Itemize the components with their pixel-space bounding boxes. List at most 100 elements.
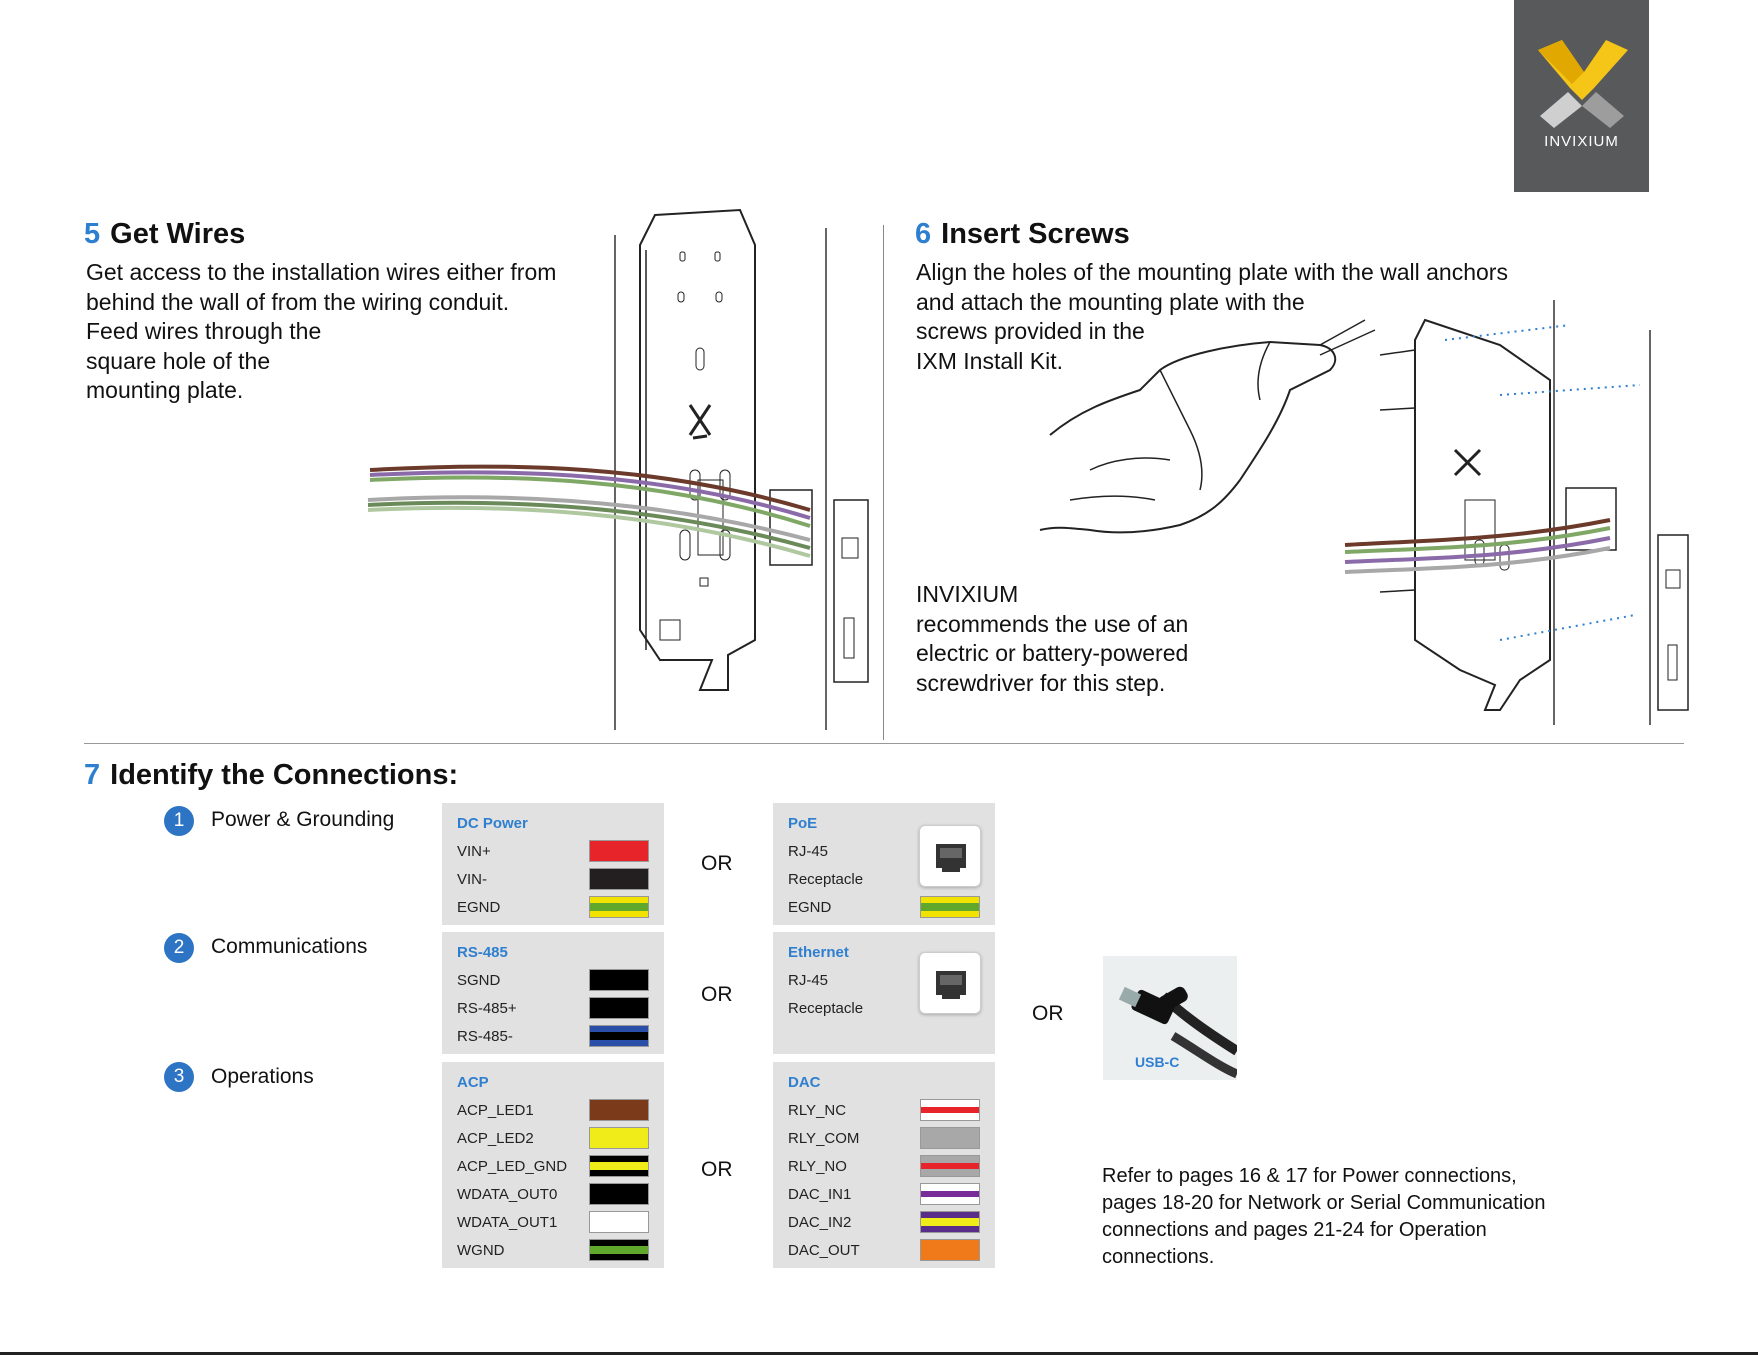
step6-note-line: electric or battery-powered: [916, 640, 1189, 666]
refer-line: connections and pages 21-24 for Operatio…: [1102, 1219, 1487, 1241]
wall-backbox-illustration: [833, 499, 869, 683]
poe-line: Receptacle: [788, 871, 864, 888]
wire-swatch-green-yellow: [589, 896, 649, 918]
acp-line: ACP_LED2: [457, 1130, 534, 1147]
wire-swatch-black: [589, 868, 649, 890]
logo-wordmark: INVIXIUM: [1544, 133, 1619, 150]
row-label-communications: Communications: [211, 935, 368, 958]
acp-line: WDATA_OUT0: [457, 1186, 558, 1203]
or-label: OR: [701, 983, 733, 1006]
wire-swatch-brown: [589, 1099, 649, 1121]
wire-swatch-black: [589, 1183, 649, 1205]
dac-line: DAC_IN1: [788, 1186, 852, 1203]
step6-line: Align the holes of the mounting plate wi…: [916, 259, 1508, 285]
step6-note-line: screwdriver for this step.: [916, 669, 1166, 696]
usb-c-cable-image: USB-C: [1103, 956, 1240, 1080]
refer-line: connections.: [1102, 1246, 1215, 1268]
wire-swatch-violet-yellow: [920, 1211, 980, 1233]
acp-line: WGND: [457, 1242, 505, 1259]
step5-text: Get access to the installation wires eit…: [86, 258, 556, 406]
or-label: OR: [1032, 1002, 1064, 1025]
step5-line: behind the wall of from the wiring condu…: [86, 288, 510, 315]
row-label-operations: Operations: [211, 1065, 314, 1088]
wire-swatch-white-red: [920, 1099, 980, 1121]
dc-power-line: EGND: [457, 899, 501, 916]
poe-line: RJ-45: [788, 843, 829, 860]
wire-swatch-yellow-black: [589, 1155, 649, 1177]
row-badge: 2: [164, 933, 194, 963]
dac-line: DAC_OUT: [788, 1242, 860, 1259]
wire-swatch-yellow: [589, 1127, 649, 1149]
wire-swatch-black: [589, 969, 649, 991]
dac-line: RLY_NC: [788, 1102, 847, 1119]
wire-swatch-white-violet: [920, 1183, 980, 1205]
wire-swatch-blue-black: [589, 1025, 649, 1047]
step5-line: Feed wires through the: [86, 318, 322, 344]
acp-line: ACP_LED1: [457, 1102, 534, 1119]
rs485-line: RS-485+: [457, 1000, 517, 1017]
section-divider: [84, 743, 1684, 744]
invixium-mark-icon: [1538, 40, 1628, 128]
step5-line: Get access to the installation wires eit…: [86, 259, 557, 285]
poe-title: PoE: [788, 815, 818, 832]
dac-line: RLY_COM: [788, 1130, 860, 1147]
rs485-title: RS-485: [457, 944, 508, 961]
wire-swatch-gray-red: [920, 1155, 980, 1177]
wire-swatch-orange: [920, 1239, 980, 1261]
acp-line: WDATA_OUT1: [457, 1214, 558, 1231]
rs485-line: SGND: [457, 972, 501, 989]
refer-line: Refer to pages 16 & 17 for Power connect…: [1102, 1165, 1517, 1187]
poe-line: EGND: [788, 899, 832, 916]
ethernet-title: Ethernet: [788, 944, 849, 961]
step6-line: screws provided in the: [916, 318, 1145, 344]
dac-line: RLY_NO: [788, 1158, 847, 1175]
ethernet-box: Ethernet RJ-45 Receptacle: [773, 932, 995, 1054]
step7-number: 7: [84, 759, 101, 791]
step6-note: INVIXIUM recommends the use of an electr…: [916, 580, 1188, 698]
dc-power-box: DC Power VIN+ VIN- EGND: [442, 803, 664, 925]
mounting-plate-wires-illustration: [367, 208, 827, 730]
refer-line: pages 18-20 for Network or Serial Commun…: [1102, 1192, 1546, 1214]
dc-power-line: VIN-: [457, 871, 487, 888]
usb-c-label: USB-C: [1135, 1054, 1180, 1070]
poe-box: PoE RJ-45 Receptacle EGND: [773, 803, 995, 925]
rs485-line: RS-485-: [457, 1028, 513, 1045]
wire-swatch-gray: [920, 1127, 980, 1149]
row-badge: 1: [164, 806, 194, 836]
acp-box: ACP ACP_LED1 ACP_LED2 ACP_LED_GND WDATA_…: [442, 1062, 664, 1268]
refer-pages-text: Refer to pages 16 & 17 for Power connect…: [1102, 1163, 1546, 1271]
row-badge: 3: [164, 1062, 194, 1092]
step5-number: 5: [84, 218, 101, 250]
rj45-jack-icon: [919, 952, 981, 1014]
step5-heading: 5 Get Wires: [84, 218, 245, 251]
dc-power-line: VIN+: [457, 843, 491, 860]
step7-title: Identify the Connections:: [110, 759, 459, 791]
step6-number: 6: [915, 218, 932, 250]
or-label: OR: [701, 1158, 733, 1181]
rj45-jack-icon: [919, 825, 981, 887]
column-divider: [883, 225, 884, 740]
step6-line: IXM Install Kit.: [916, 347, 1063, 374]
wire-swatch-green-black: [589, 1239, 649, 1261]
dc-power-title: DC Power: [457, 815, 528, 832]
dac-title: DAC: [788, 1074, 821, 1091]
row-label-power: Power & Grounding: [211, 808, 395, 831]
step6-line: and attach the mounting plate with the: [916, 288, 1305, 315]
wire-swatch-green-yellow: [920, 896, 980, 918]
step6-text: Align the holes of the mounting plate wi…: [916, 258, 1508, 376]
rs485-box: RS-485 SGND RS-485+ RS-485-: [442, 932, 664, 1054]
dac-line: DAC_IN2: [788, 1214, 852, 1231]
wire-swatch-black: [589, 997, 649, 1019]
step6-note-line: INVIXIUM: [916, 581, 1019, 607]
step6-heading: 6 Insert Screws: [915, 218, 1130, 251]
ethernet-line: RJ-45: [788, 972, 829, 989]
acp-title: ACP: [457, 1074, 489, 1091]
step5-title: Get Wires: [110, 218, 246, 250]
step6-title: Insert Screws: [941, 218, 1130, 250]
dac-box: DAC RLY_NC RLY_COM RLY_NO DAC_IN1 DAC_IN…: [773, 1062, 995, 1268]
ethernet-line: Receptacle: [788, 1000, 864, 1017]
wire-swatch-white: [589, 1211, 649, 1233]
step5-line: square hole of the: [86, 347, 271, 374]
or-label: OR: [701, 852, 733, 875]
acp-line: ACP_LED_GND: [457, 1158, 568, 1175]
